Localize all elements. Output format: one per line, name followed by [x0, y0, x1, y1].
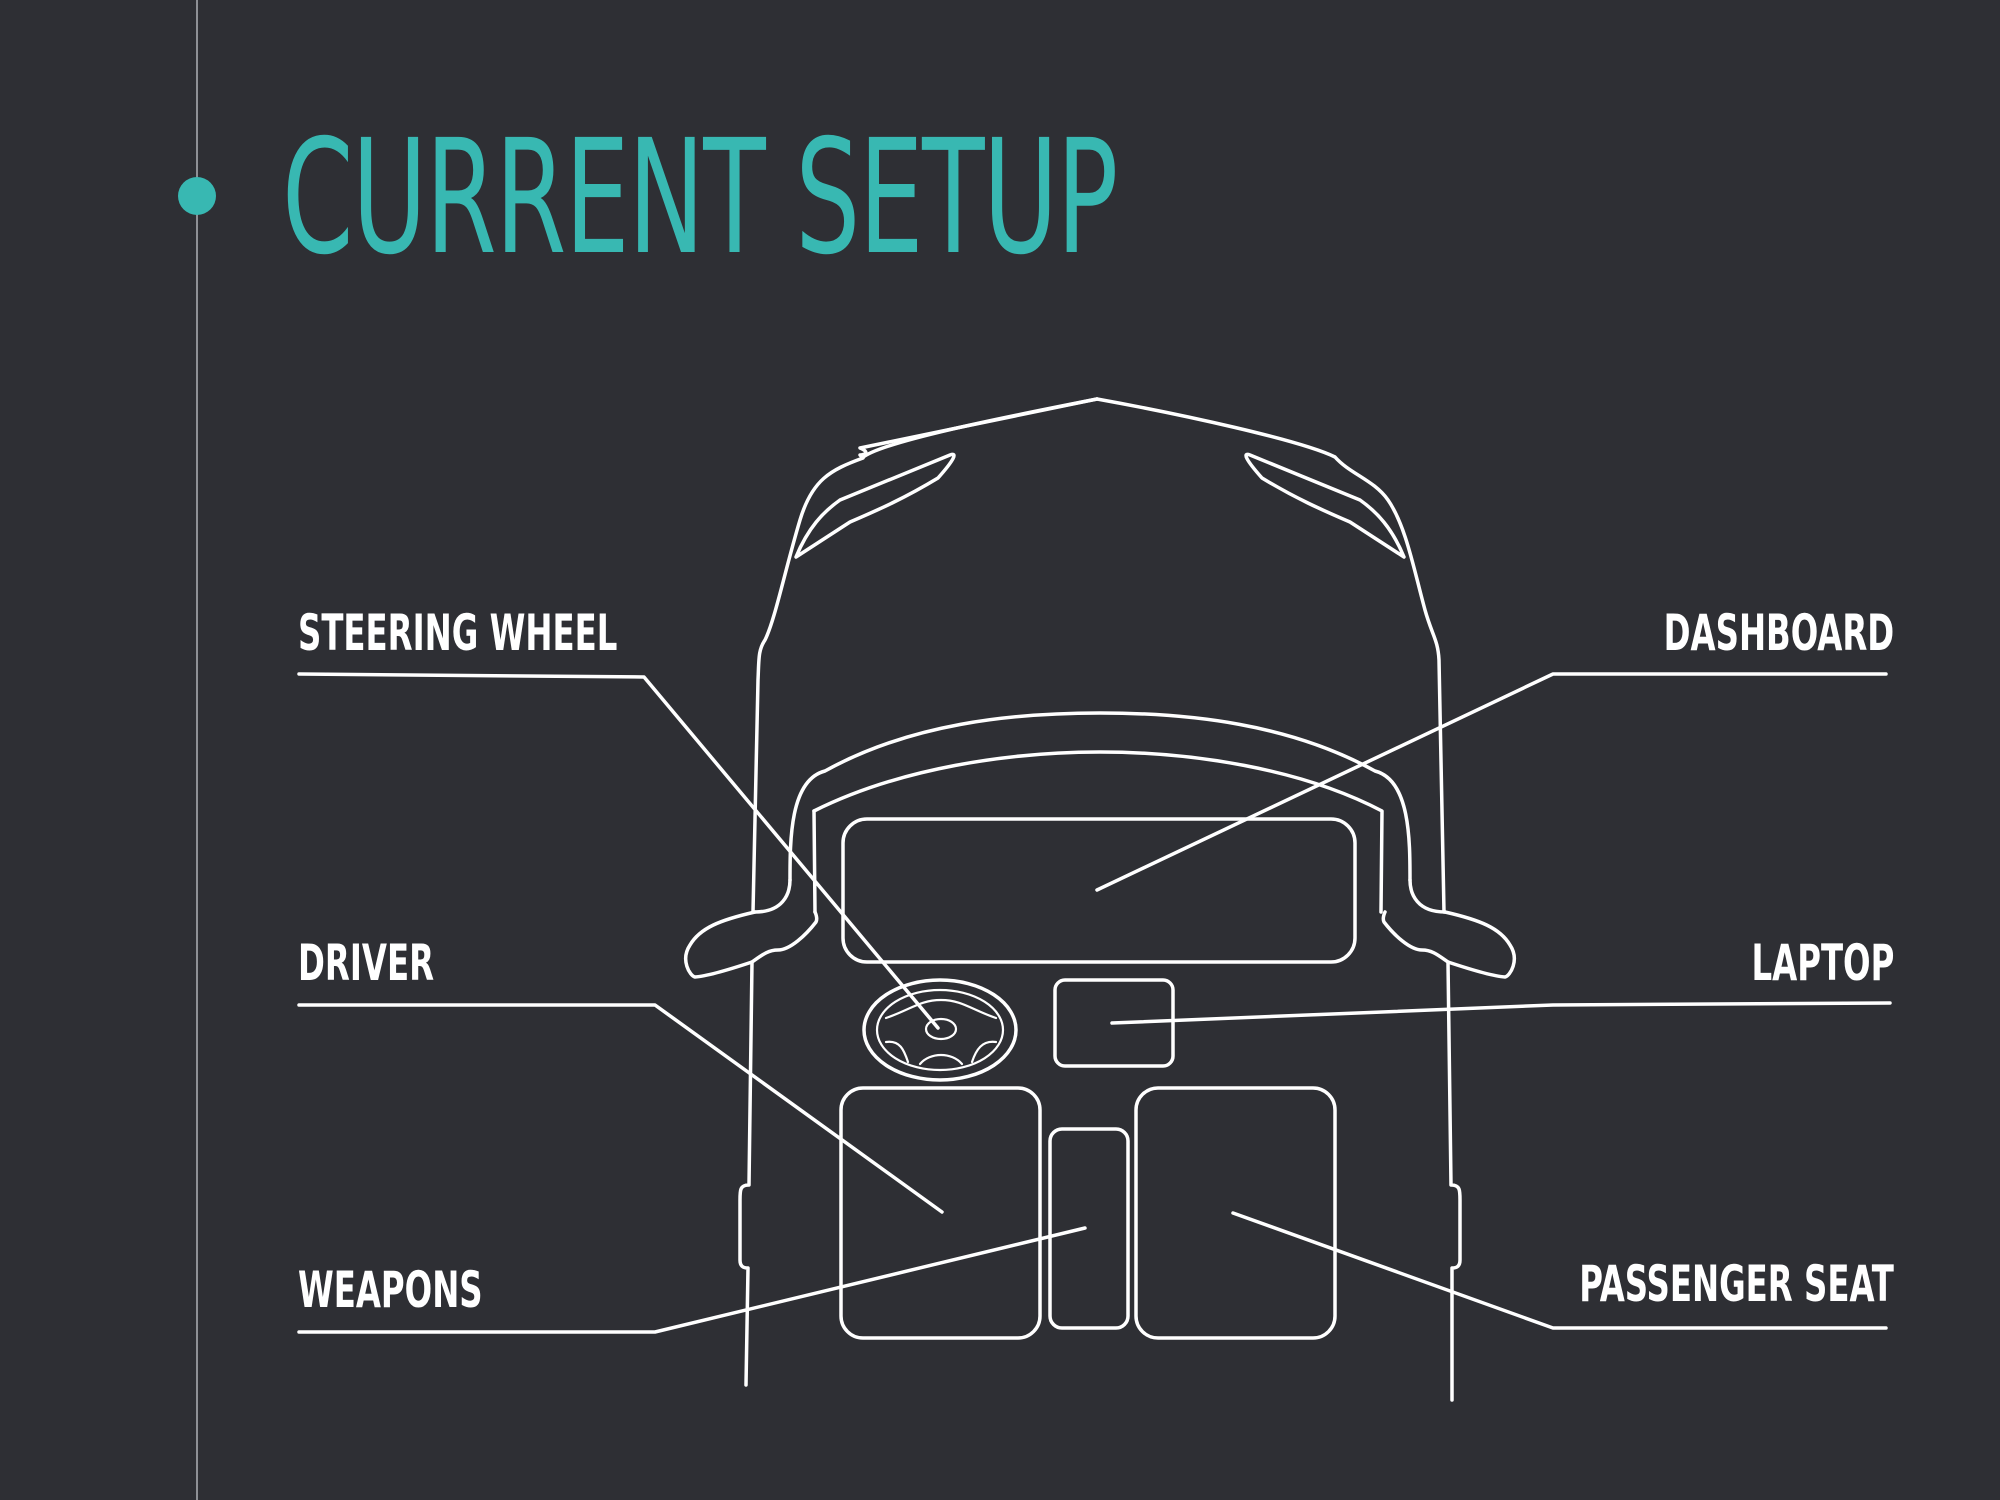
label-weapons: WEAPONS	[298, 1261, 483, 1319]
mirror-right-upper	[1408, 878, 1447, 914]
dashboard-panel	[841, 817, 1357, 964]
vehicle-window-left	[794, 452, 956, 559]
label-steering-wheel: STEERING WHEEL	[298, 604, 618, 662]
timeline-dot	[178, 177, 216, 215]
steering-wheel-icon	[862, 978, 1018, 1082]
label-passenger-seat: PASSENGER SEAT	[1579, 1255, 1894, 1313]
page-title: CURRENT SETUP	[282, 106, 1118, 290]
body-side-left	[738, 960, 754, 1387]
laptop-box	[1053, 978, 1175, 1068]
vehicle-roof-left	[860, 397, 1099, 460]
passenger-seat	[1134, 1086, 1337, 1340]
label-dashboard: DASHBOARD	[1663, 604, 1894, 662]
center-console	[1048, 1127, 1130, 1330]
label-driver: DRIVER	[298, 934, 435, 992]
vehicle-windshield-outer	[788, 711, 1412, 882]
driver-seat	[839, 1086, 1042, 1340]
vehicle-roof-outline	[751, 397, 1099, 914]
leader-laptop	[1110, 1001, 1892, 1025]
mirror-left-upper	[753, 878, 792, 914]
vehicle-roof-top	[1095, 397, 1446, 914]
body-side-right	[1446, 960, 1462, 1402]
vehicle-windshield-inner	[812, 750, 1384, 914]
leader-passenger-seat	[1231, 1211, 1888, 1330]
timeline-rule	[196, 0, 198, 1500]
vehicle-window-right	[1244, 452, 1406, 559]
vehicle-windshield-left-pillar	[812, 809, 817, 914]
leader-dashboard	[1095, 672, 1888, 892]
leader-weapons	[297, 1226, 1087, 1334]
leader-steering-wheel	[297, 672, 940, 1030]
label-laptop: LAPTOP	[1751, 934, 1894, 992]
leader-driver	[297, 1003, 944, 1214]
